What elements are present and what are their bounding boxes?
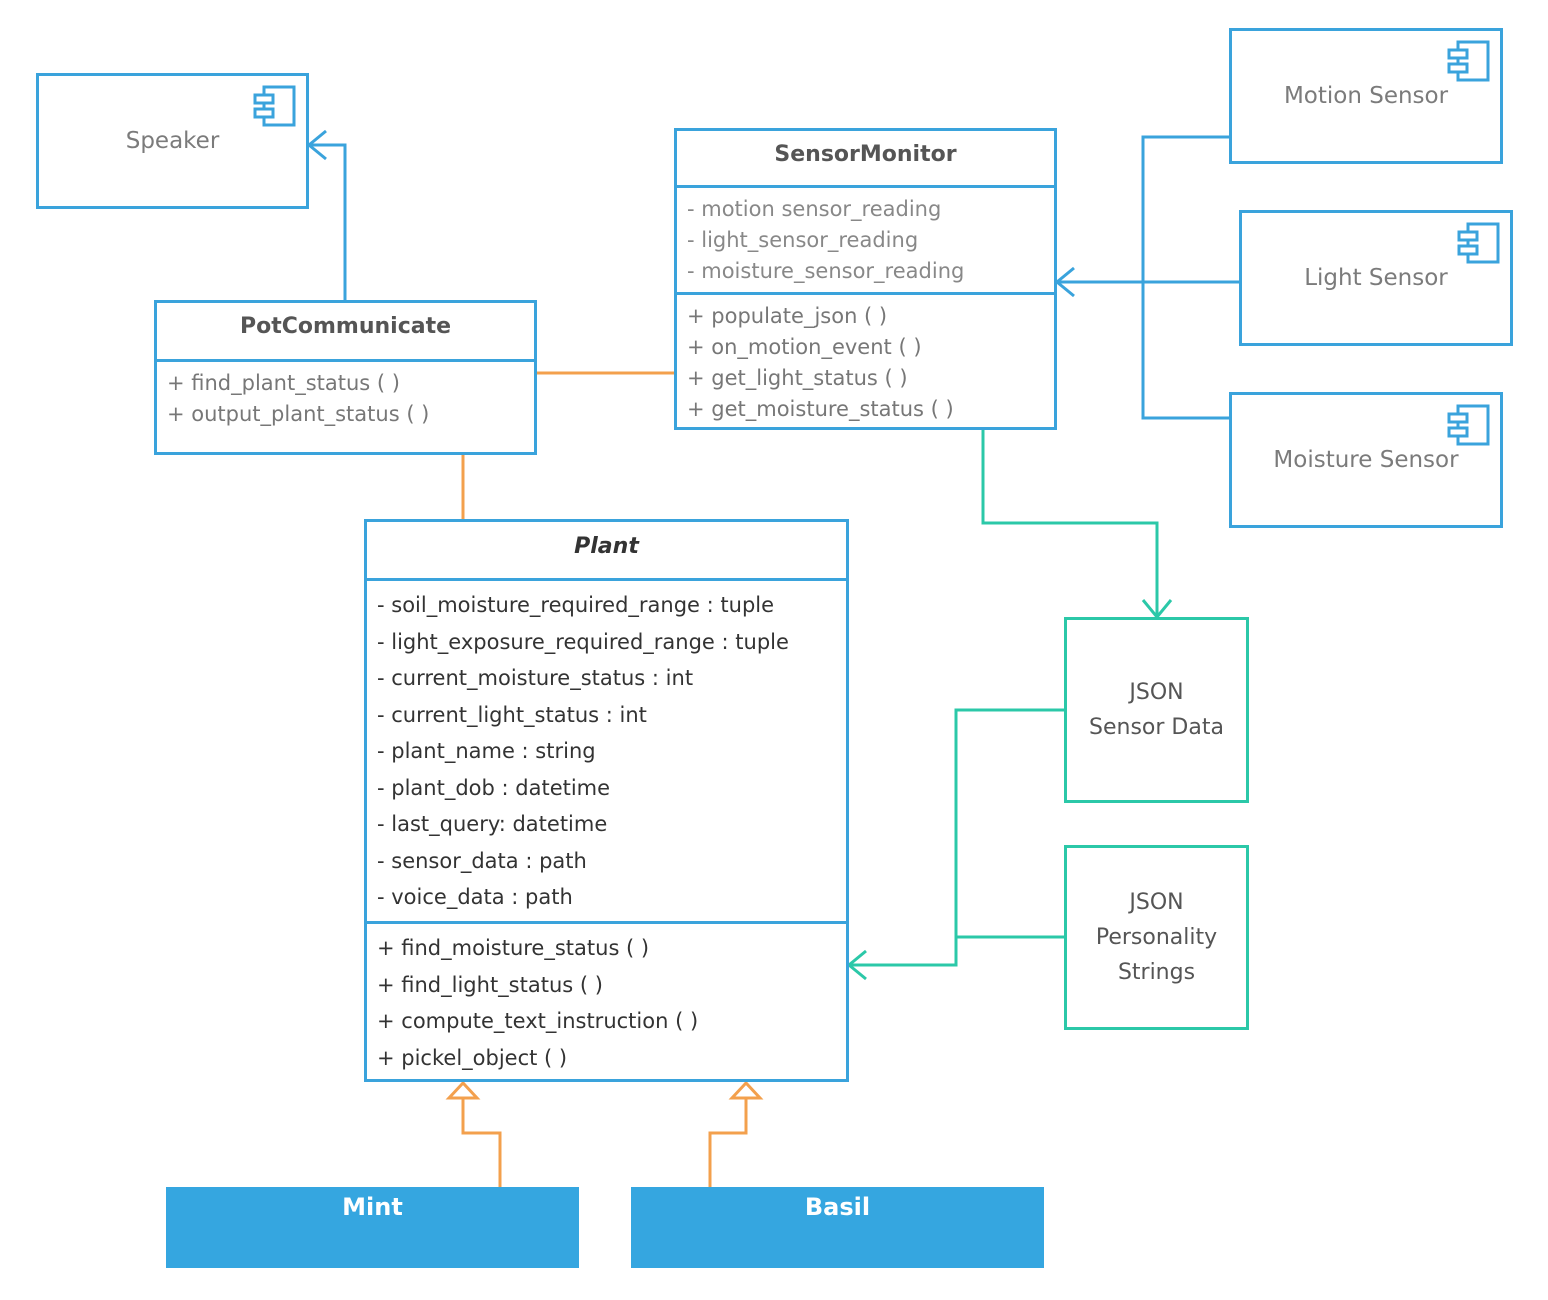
method-row: + pickel_object ( )	[377, 1045, 568, 1070]
method-row: + get_light_status ( )	[687, 366, 908, 390]
mint-inheritance-line	[461, 1098, 502, 1187]
method-row: + find_moisture_status ( )	[377, 936, 650, 960]
plant-methods: + find_moisture_status ( ) + find_light_…	[367, 924, 846, 1076]
pot-communicate-class[interactable]: PotCommunicate + find_plant_status ( ) +…	[154, 300, 537, 455]
attribute-row: - soil_moisture_required_range : tuple	[377, 593, 775, 617]
basil-class[interactable]: Basil	[631, 1187, 1044, 1268]
attribute-row: - light_sensor_reading	[687, 228, 919, 252]
sensor-monitor-methods: + populate_json ( ) + on_motion_event ( …	[677, 295, 1054, 425]
attribute-row: - motion sensor_reading	[687, 197, 942, 221]
pot-communicate-methods: + find_plant_status ( ) + output_plant_s…	[157, 362, 534, 430]
json-personality-line1: JSON	[1129, 890, 1184, 915]
speaker-component[interactable]: Speaker	[36, 73, 309, 209]
plant-class[interactable]: Plant - soil_moisture_required_range : t…	[364, 519, 849, 1082]
speaker-label: Speaker	[125, 128, 220, 154]
attribute-row: - sensor_data : path	[377, 848, 587, 873]
method-row: + compute_text_instruction ( )	[377, 1009, 699, 1033]
method-row: + find_plant_status ( )	[167, 371, 400, 395]
json-personality-line3: Strings	[1117, 960, 1196, 985]
attribute-row: - current_light_status : int	[377, 702, 647, 727]
attribute-row: - plant_dob : datetime	[377, 775, 611, 800]
attribute-row: - moisture_sensor_reading	[687, 259, 965, 283]
motion-sensor-label: Motion Sensor	[1283, 83, 1449, 109]
plant-arrowhead	[846, 949, 867, 981]
attribute-row: - current_moisture_status : int	[377, 666, 694, 690]
json-sensor-line2: Sensor Data	[1089, 715, 1224, 740]
attribute-row: - plant_name : string	[377, 739, 596, 763]
sensor-monitor-attributes: - motion sensor_reading - light_sensor_r…	[677, 188, 1054, 295]
attribute-row: - voice_data : path	[377, 885, 573, 909]
plant-attributes: - soil_moisture_required_range : tuple -…	[367, 581, 846, 924]
motion-sensor-component[interactable]: Motion Sensor	[1229, 28, 1503, 164]
method-row: + find_light_status ( )	[377, 972, 603, 997]
mint-class[interactable]: Mint	[166, 1187, 579, 1268]
sensor-monitor-class[interactable]: SensorMonitor - motion sensor_reading - …	[674, 128, 1057, 430]
moisture-sensor-component[interactable]: Moisture Sensor	[1229, 392, 1503, 528]
method-row: + populate_json ( )	[687, 304, 888, 328]
mint-inheritance-arrow	[445, 1080, 481, 1100]
light-sensor-label: Light Sensor	[1304, 265, 1448, 291]
json-to-plant-line	[849, 708, 1064, 967]
pot-communicate-title: PotCommunicate	[157, 303, 534, 362]
attribute-row: - last_query: datetime	[377, 812, 608, 836]
basil-inheritance-arrow	[728, 1080, 764, 1100]
basil-inheritance-line	[708, 1098, 748, 1187]
json-personality-box[interactable]: JSON Personality Strings	[1064, 845, 1249, 1030]
motion-sensor-line	[1141, 135, 1229, 420]
light-sensor-component[interactable]: Light Sensor	[1239, 210, 1513, 346]
component-icon	[1447, 40, 1490, 82]
moisture-sensor-label: Moisture Sensor	[1273, 447, 1459, 473]
speaker-arrowhead	[306, 129, 327, 161]
component-icon	[1457, 222, 1500, 264]
pot-to-speaker-line	[309, 143, 347, 300]
component-icon	[253, 85, 296, 127]
method-row: + get_moisture_status ( )	[687, 397, 954, 421]
plant-title: Plant	[367, 522, 846, 581]
json-sensor-line1: JSON	[1129, 680, 1184, 705]
json-sensor-data-box[interactable]: JSON Sensor Data	[1064, 617, 1249, 803]
component-icon	[1447, 404, 1490, 446]
method-row: + on_motion_event ( )	[687, 335, 922, 359]
method-row: + output_plant_status ( )	[167, 402, 430, 426]
sensor-monitor-arrowhead	[1054, 266, 1075, 298]
attribute-row: - light_exposure_required_range : tuple	[377, 629, 789, 654]
monitor-to-json-line	[981, 430, 1159, 617]
sensor-monitor-title: SensorMonitor	[677, 131, 1054, 188]
json-personality-line2: Personality	[1095, 925, 1218, 950]
